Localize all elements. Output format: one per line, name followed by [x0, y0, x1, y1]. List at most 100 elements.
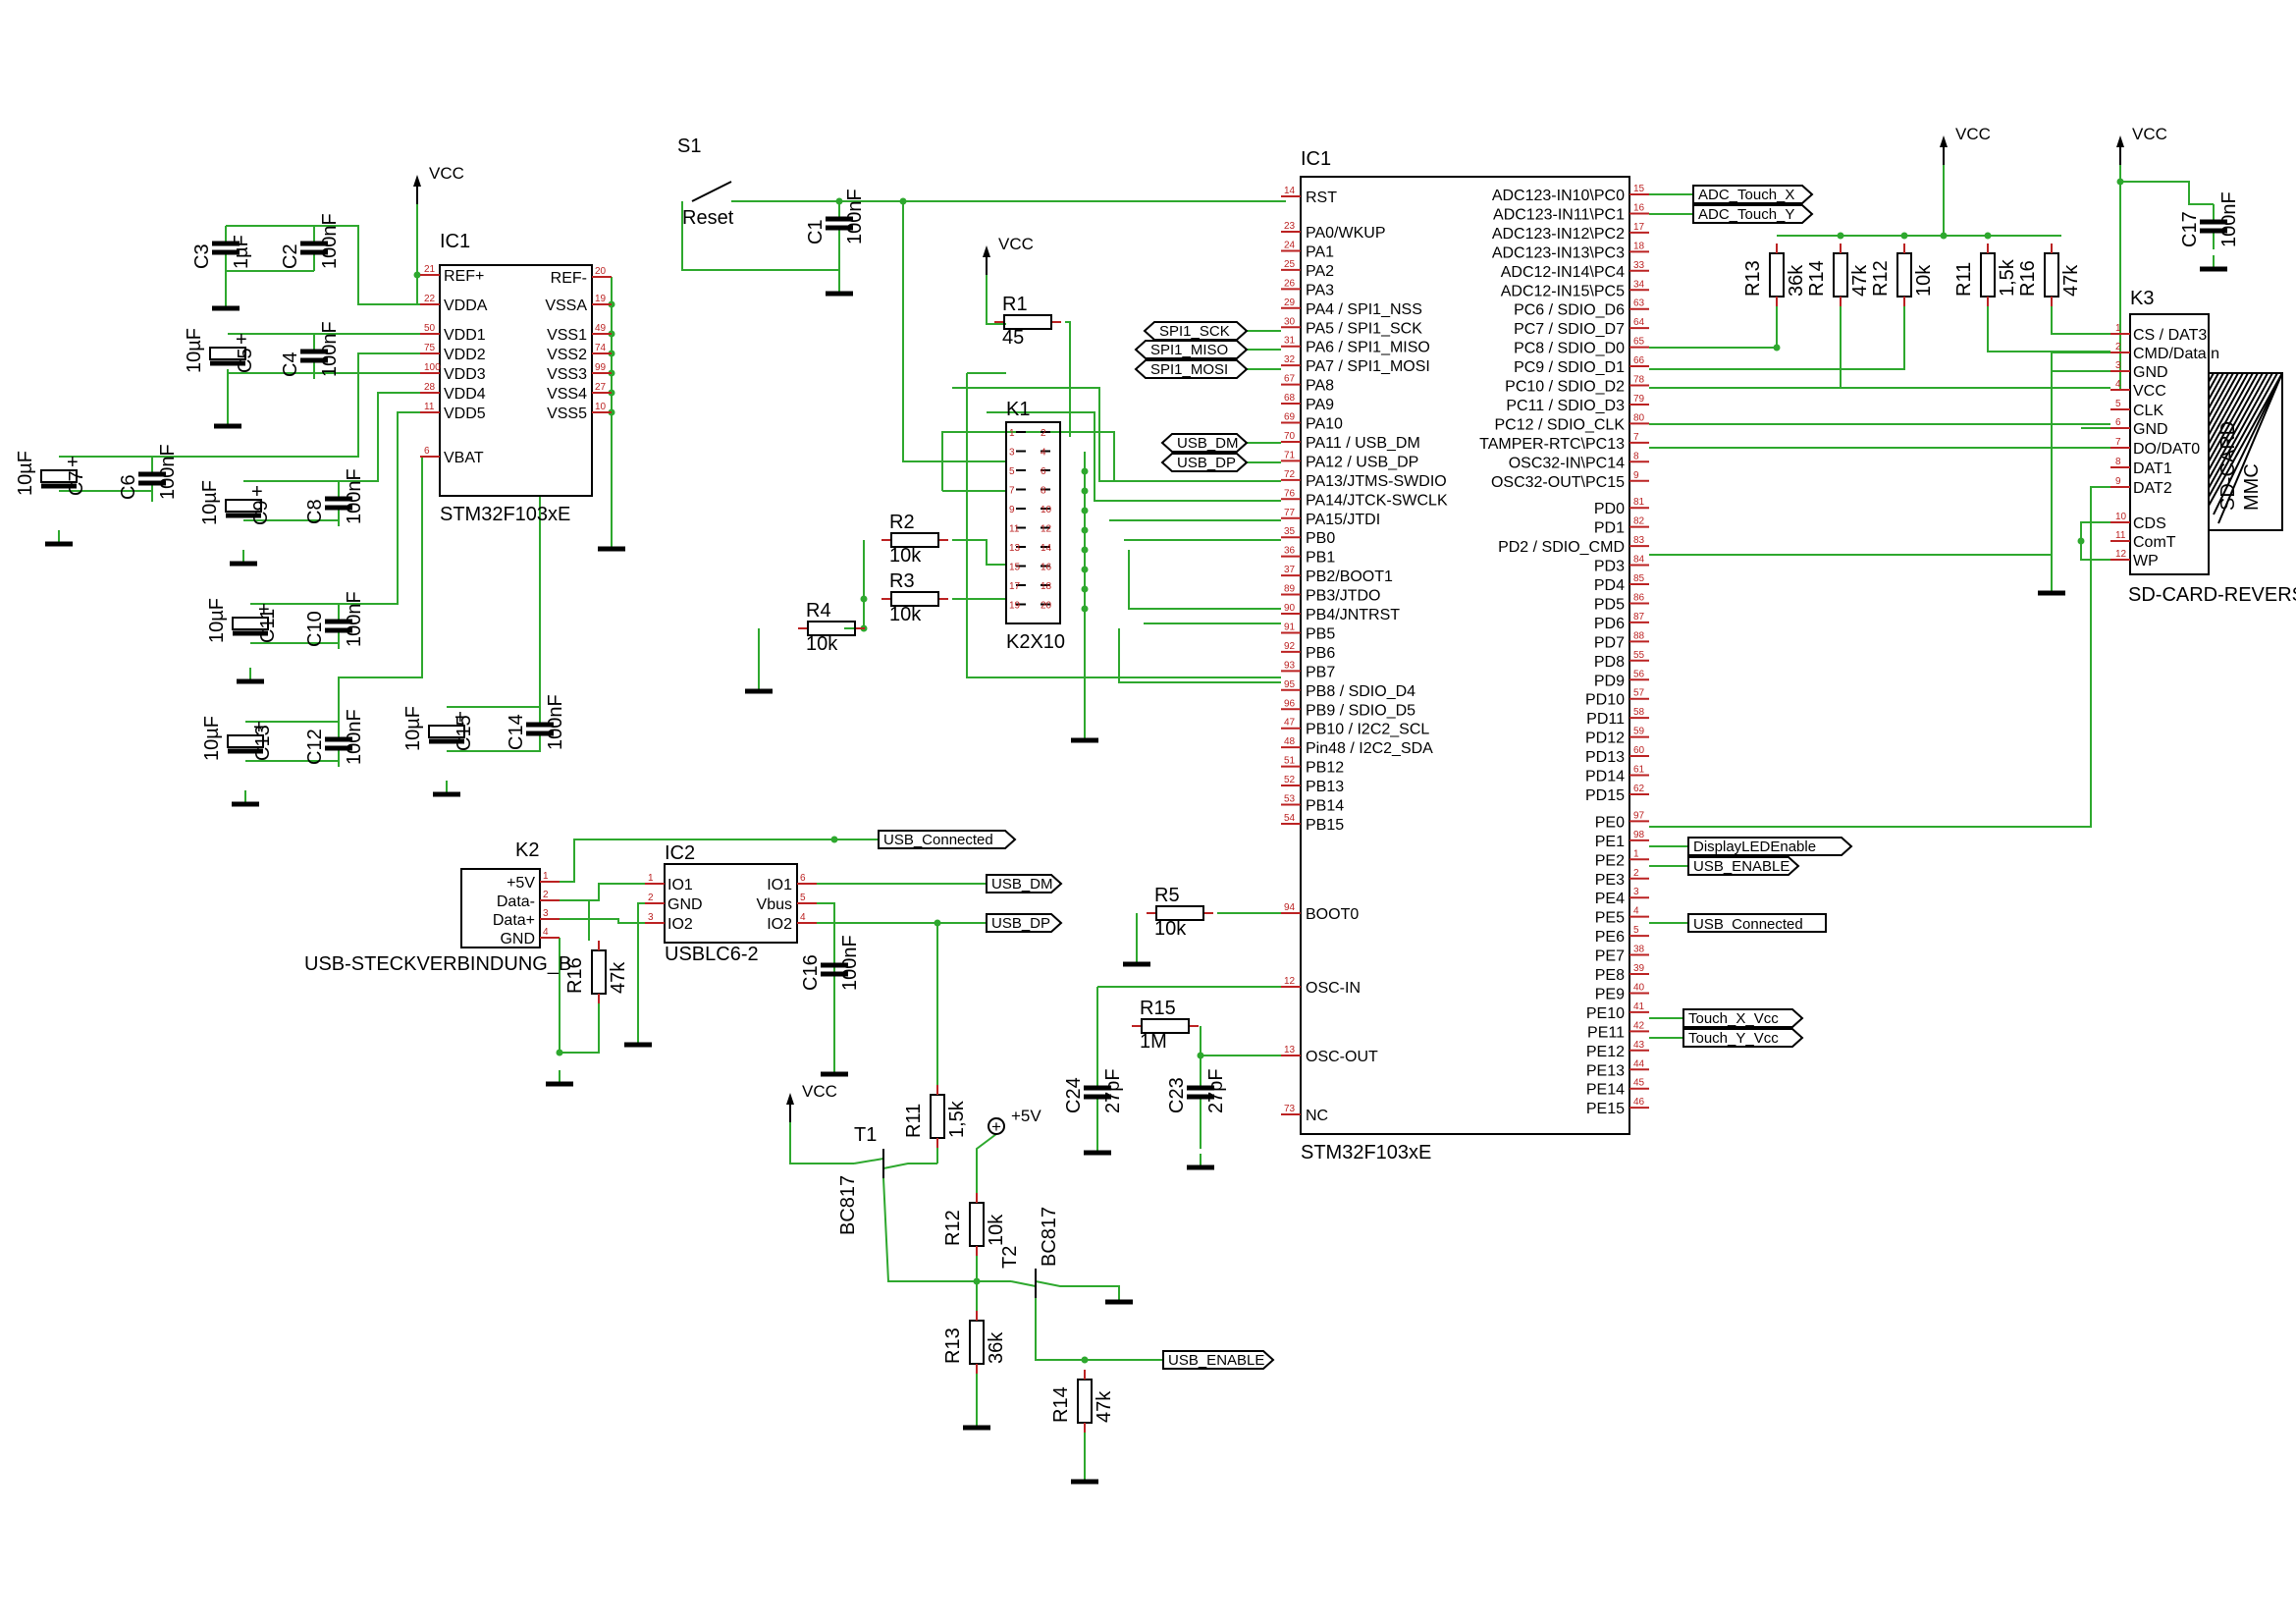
mcu-pin-num: 83	[1633, 535, 1645, 546]
junction	[1081, 487, 1089, 495]
elco-ref: C7	[66, 470, 87, 496]
wire	[952, 387, 1281, 482]
wire	[1649, 306, 1778, 349]
t1-value: BC817	[837, 1175, 859, 1235]
mcu-pin-num: 84	[1633, 555, 1645, 566]
net-usb-connected: USB_Connected	[1693, 916, 1803, 933]
net-usb-dp-2-flag	[986, 913, 1063, 933]
mcu-pin-label: PE7	[1595, 948, 1625, 965]
sdcard-pin-label: GND	[2133, 364, 2168, 381]
ic1-pin-num: 50	[424, 323, 436, 334]
mcu-pin-num: 78	[1633, 375, 1645, 386]
sdcard-hatch	[2208, 372, 2239, 427]
usb-connector-ref: K2	[515, 839, 539, 861]
mcu-pin-num: 40	[1633, 982, 1645, 993]
sdcard-hatch	[2208, 372, 2224, 401]
net-usb-enable: USB_ENABLE	[1693, 858, 1789, 875]
mcu-pin-num: 77	[1284, 508, 1296, 518]
mcu-pin-label: PD0	[1594, 501, 1625, 517]
mcu-pin-label: PE9	[1595, 986, 1625, 1002]
elco-ref: C13	[252, 725, 274, 761]
mcu-pin-num: 89	[1284, 584, 1296, 595]
mcu-pin-num: 29	[1284, 298, 1296, 308]
mcu-pin-label: PB12	[1306, 760, 1344, 777]
wire	[250, 411, 420, 605]
wire	[882, 1163, 937, 1169]
wire	[2110, 165, 2121, 391]
mcu-pin-label: Pin48 / I2C2_SDA	[1306, 740, 1433, 757]
res-value: 10k	[806, 633, 838, 655]
mcu-pin-label: PD8	[1594, 654, 1625, 671]
mcu-pin-label: PA5 / SPI1_SCK	[1306, 320, 1422, 337]
mcu-pin-label: PC9 / SDIO_D1	[1514, 359, 1625, 376]
sdcard-hatch	[2213, 372, 2283, 515]
esd-pin-label: IO2	[767, 916, 792, 933]
esd-pin-label: Vbus	[757, 896, 792, 913]
wire	[1649, 306, 1905, 370]
mcu-pin-num: 16	[1633, 202, 1645, 213]
esd-pin-label: IO2	[667, 916, 693, 933]
mcu-pin-label: PD3	[1594, 559, 1625, 575]
esd-pin-label: IO1	[767, 877, 792, 893]
wire	[637, 902, 645, 1041]
sdcard-hatch	[2208, 372, 2219, 392]
mcu-pin-label: PB9 / SDIO_D5	[1306, 702, 1415, 719]
mcu-pin-label: PA13/JTMS-SWDIO	[1306, 473, 1447, 490]
mcu-pin-label: PD5	[1594, 596, 1625, 613]
sdcard-pin-num: 11	[2115, 530, 2126, 541]
ic1-pin-num: 11	[424, 402, 435, 412]
net-usb-dp-2: USB_DP	[991, 915, 1050, 932]
ic1-pin-num: 74	[595, 343, 607, 353]
ic1-pin-num: 22	[424, 294, 436, 304]
res-value: 1M	[1140, 1031, 1167, 1053]
mcu-pin-num: 36	[1284, 546, 1296, 557]
mcu-pin-label: NC	[1306, 1108, 1328, 1124]
ic1-pin-num: 27	[595, 382, 607, 393]
sdcard-pin-num: 8	[2115, 457, 2121, 467]
res-ref: R16	[564, 957, 586, 994]
vcc-label: VCC	[802, 1082, 837, 1101]
ic1-pin-num: 75	[424, 343, 436, 353]
resistor	[1896, 252, 1912, 298]
res-value: 45	[1002, 327, 1024, 349]
mcu-pin-num: 44	[1633, 1058, 1645, 1069]
mcu-pin-num: 95	[1284, 679, 1296, 690]
elco-ref: C11	[257, 609, 279, 643]
usb-conn-pin-num: 4	[543, 927, 549, 938]
usb-conn-pin-num: 2	[543, 890, 549, 900]
res-ref: R3	[889, 570, 915, 592]
mcu-pin-num: 76	[1284, 488, 1296, 499]
mcu-pin-label: PA1	[1306, 244, 1334, 260]
mcu-pin-label: PD4	[1594, 577, 1625, 594]
jtag-pin-num: 15	[1009, 563, 1021, 573]
sdcard-value: SD-CARD-REVERS	[2128, 584, 2296, 606]
cap-value: 100nF	[344, 591, 365, 647]
wire	[1649, 352, 2110, 556]
net-usb-dp-flag	[1160, 453, 1249, 472]
mcu-pin-num: 92	[1284, 641, 1296, 652]
mcu-pin-num: 15	[1633, 184, 1645, 194]
t1-ref: T1	[854, 1124, 877, 1146]
wire	[2120, 181, 2214, 205]
wire	[228, 352, 420, 374]
mcu-pin-label: PA15/JTDI	[1306, 512, 1380, 528]
ic1-power-box	[439, 264, 593, 497]
mcu-pin-label: ADC12-IN14\PC4	[1501, 264, 1625, 281]
net-adc-touch-x-flag	[1692, 185, 1814, 204]
mcu-pin-num: 9	[1633, 470, 1639, 481]
res-ref: R2	[889, 512, 915, 533]
elco-value: 10µF	[199, 480, 221, 525]
sdcard-pin-label: CLK	[2133, 403, 2163, 419]
mcu-pin-num: 87	[1633, 612, 1645, 623]
jtag-pin-num: 9	[1009, 505, 1015, 515]
jtag-pin-num: 6	[1041, 466, 1046, 477]
mcu-pin-label: PE2	[1595, 852, 1625, 869]
jtag-pin-num: 17	[1009, 581, 1021, 592]
mcu-pin-num: 25	[1284, 259, 1296, 270]
mcu-pin-num: 85	[1633, 573, 1645, 584]
net-usb-enable-flag	[1687, 856, 1800, 876]
resistor	[1980, 252, 1996, 298]
mcu-pin-label: PE10	[1586, 1005, 1625, 1022]
mcu-pin-label: PB4/JNTRST	[1306, 607, 1400, 623]
junction	[1837, 232, 1844, 240]
